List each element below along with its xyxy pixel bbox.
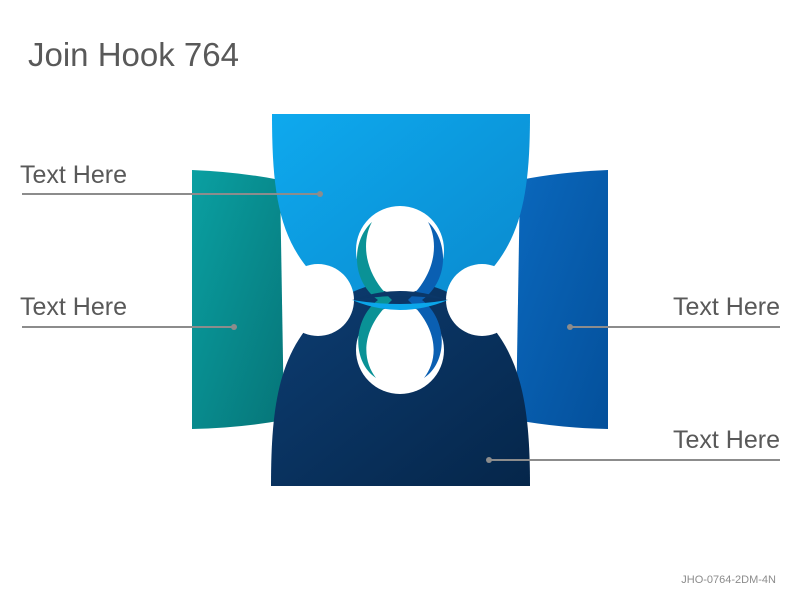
teal-left-panel bbox=[192, 170, 284, 429]
slide-title: Join Hook 764 bbox=[28, 36, 239, 73]
footer-code: JHO-0764-2DM-4N bbox=[681, 574, 776, 586]
label-middle-left: Text Here bbox=[20, 293, 127, 321]
teal-inner-hook bbox=[356, 222, 392, 378]
leader-lines bbox=[22, 191, 780, 463]
label-top-left: Text Here bbox=[20, 161, 127, 189]
royal-inner-hook bbox=[408, 222, 444, 378]
sky-inner-link bbox=[352, 300, 448, 310]
circle-cutouts bbox=[282, 206, 518, 394]
label-middle-right: Text Here bbox=[673, 293, 780, 321]
navy-inner-link bbox=[352, 291, 448, 300]
royal-right-panel bbox=[516, 170, 608, 429]
label-bottom-right: Text Here bbox=[673, 426, 780, 454]
